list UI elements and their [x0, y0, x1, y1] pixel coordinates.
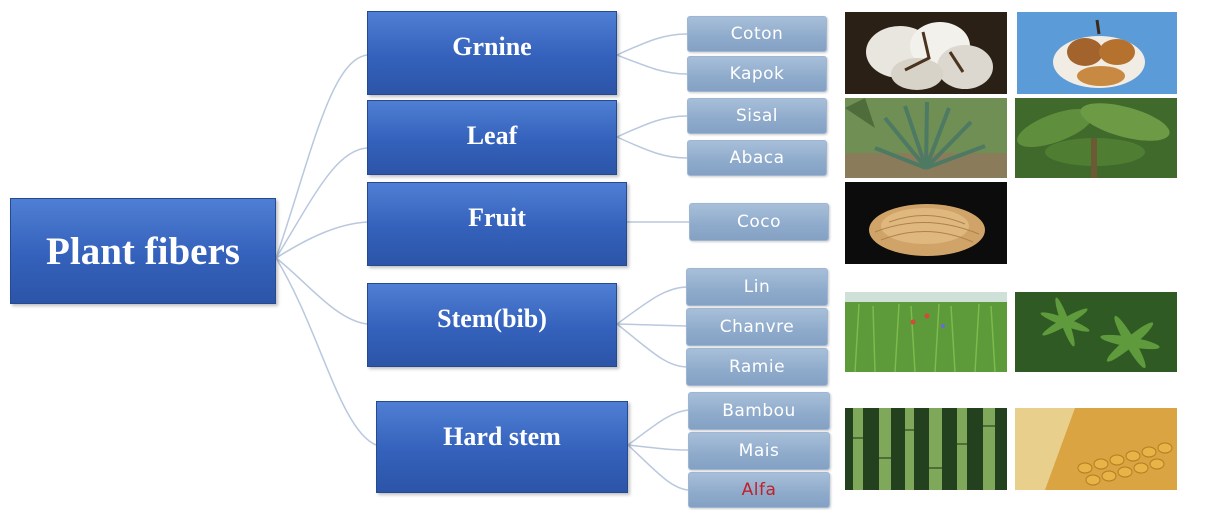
connector-root-fruit — [276, 222, 367, 258]
connector-hardstem-bambou — [628, 410, 688, 445]
connector-root-grnine — [276, 55, 367, 258]
fiber-mais: Mais — [688, 432, 830, 470]
connector-stem-lin — [617, 287, 686, 324]
connector-hardstem-mais — [628, 445, 688, 450]
category-label: Fruit — [468, 203, 526, 233]
fiber-bambou: Bambou — [688, 392, 830, 430]
category-label: Stem(bib) — [437, 304, 547, 334]
category-fruit: Fruit — [367, 182, 627, 266]
connector-root-leaf — [276, 148, 367, 258]
corn-cob-photo — [1015, 408, 1177, 490]
bamboo-stalks-photo — [845, 408, 1007, 490]
kapok-pod-photo — [1017, 12, 1177, 94]
category-stem-bib: Stem(bib) — [367, 283, 617, 367]
category-label: Hard stem — [443, 422, 561, 452]
connector-root-stem — [276, 258, 367, 324]
connector-root-hardstem — [276, 258, 376, 445]
connector-leaf-abaca — [617, 137, 687, 158]
connector-grnine-coton — [617, 34, 687, 55]
root-node-plant-fibers: Plant fibers — [10, 198, 276, 304]
hemp-leaves-photo — [1015, 292, 1177, 372]
fiber-chanvre: Chanvre — [686, 308, 828, 346]
cotton-boll-photo — [845, 12, 1007, 94]
category-grnine: Grnine — [367, 11, 617, 95]
category-label: Grnine — [452, 32, 531, 62]
connector-leaf-sisal — [617, 116, 687, 137]
fiber-coton: Coton — [687, 16, 827, 52]
abaca-plant-photo — [1015, 98, 1177, 178]
fiber-abaca: Abaca — [687, 140, 827, 176]
fiber-lin: Lin — [686, 268, 828, 306]
root-label: Plant fibers — [46, 229, 240, 274]
fiber-coco: Coco — [689, 203, 829, 241]
category-leaf: Leaf — [367, 100, 617, 175]
sisal-plant-photo — [845, 98, 1007, 178]
connector-hardstem-alfa — [628, 445, 688, 490]
category-label: Leaf — [467, 121, 518, 151]
coir-fiber-photo — [845, 182, 1007, 264]
fiber-sisal: Sisal — [687, 98, 827, 134]
category-hard-stem: Hard stem — [376, 401, 628, 493]
connector-stem-ramie — [617, 324, 686, 367]
fiber-alfa: Alfa — [688, 472, 830, 508]
flax-field-photo — [845, 292, 1007, 372]
connector-grnine-kapok — [617, 55, 687, 74]
connector-stem-chanvre — [617, 324, 686, 326]
fiber-ramie: Ramie — [686, 348, 828, 386]
fiber-kapok: Kapok — [687, 56, 827, 92]
